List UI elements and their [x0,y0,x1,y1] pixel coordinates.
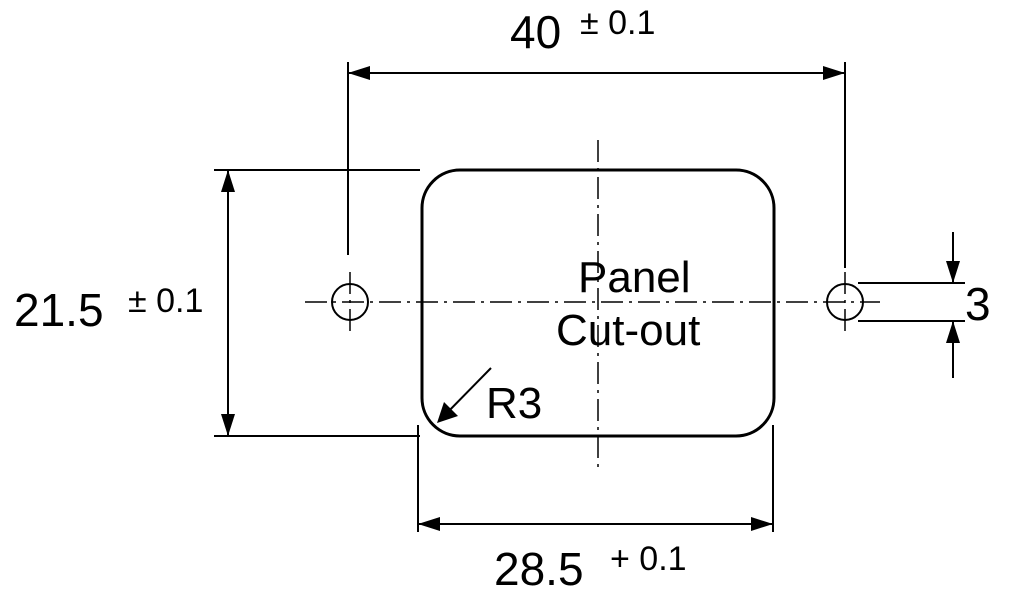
cutout-label-line1: Panel [578,253,691,302]
right-mounting-hole [826,283,864,321]
width-value: 28.5 [494,543,584,595]
hole-spacing-value: 40 [510,6,561,58]
corner-radius-arrow [437,402,458,423]
corner-radius-value: R3 [486,379,542,428]
hole-diameter-arrow-bottom [946,321,960,343]
height-arrow-top [221,170,235,192]
width-arrow-left [418,517,440,531]
height-arrow-bottom [221,414,235,436]
hole-diameter-arrow-top [946,261,960,283]
hole-spacing-arrow-left [348,66,370,80]
left-mounting-hole [331,283,369,321]
hole-spacing-arrow-right [823,66,845,80]
cutout-label-line2: Cut-out [556,306,700,355]
height-value: 21.5 [14,284,104,336]
hole-diameter-value: 3 [965,278,991,330]
hole-spacing-tolerance: ± 0.1 [580,4,655,42]
width-tolerance: + 0.1 [610,540,687,578]
width-arrow-right [751,517,773,531]
height-tolerance: ± 0.1 [128,282,203,320]
